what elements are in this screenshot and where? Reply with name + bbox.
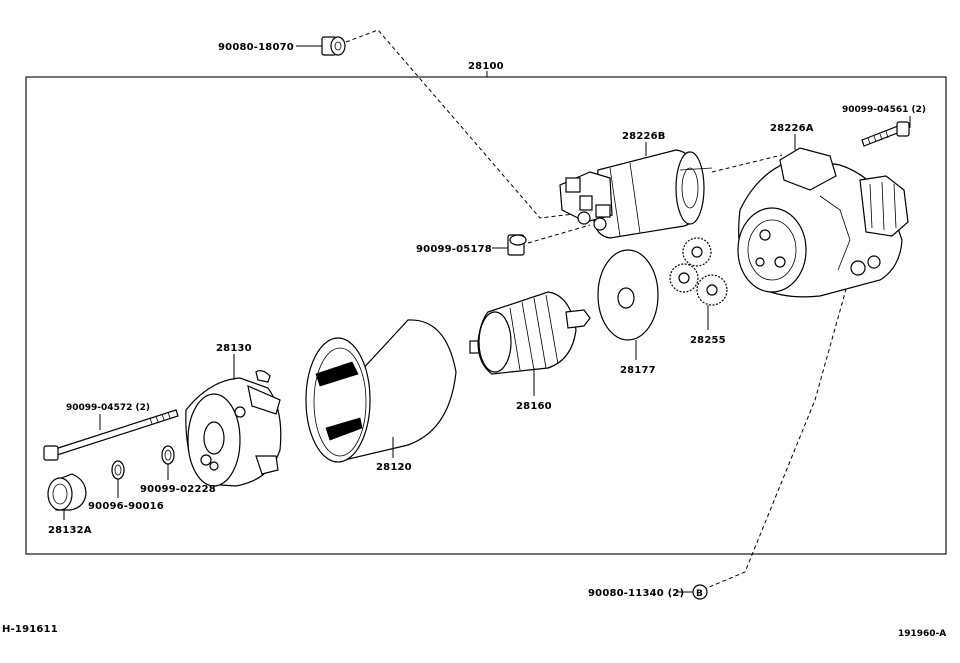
bolt-bottom-marker xyxy=(676,584,708,600)
label-plate: 28177 xyxy=(620,365,656,376)
washer-left xyxy=(111,460,125,498)
label-solenoid: 28226B xyxy=(622,131,666,142)
label-gears: 28255 xyxy=(690,335,726,346)
footer-code-left: H-191611 xyxy=(2,624,58,635)
footer-code-right: 191960-A xyxy=(898,629,946,639)
label-armature: 28160 xyxy=(516,401,552,412)
planetary-gears xyxy=(669,237,728,306)
nut-mid xyxy=(492,234,527,256)
label-bolt-bottom: 90080-11340 (2) xyxy=(588,588,684,599)
label-washer-left: 90096-90016 xyxy=(88,501,164,512)
guide-solenoid-housing xyxy=(711,154,783,173)
label-nut-mid: 90099-05178 xyxy=(416,244,492,255)
label-housing: 28226A xyxy=(770,123,814,134)
marker-b: B xyxy=(696,589,703,599)
cap xyxy=(47,473,87,520)
guide-nut-solenoid xyxy=(527,224,591,244)
through-bolt xyxy=(43,409,179,461)
label-end-frame: 28130 xyxy=(216,343,252,354)
end-frame xyxy=(185,370,282,487)
label-yoke: 28120 xyxy=(376,462,412,473)
label-assembly: 28100 xyxy=(468,61,504,72)
guide-top-bolt xyxy=(345,29,591,219)
label-screw-top-right: 90099-04561 (2) xyxy=(842,105,926,115)
plate xyxy=(597,249,659,341)
bolt-top xyxy=(296,36,346,56)
solenoid xyxy=(559,149,713,239)
label-washer-right: 90099-02228 xyxy=(140,484,216,495)
screw-top-right xyxy=(861,116,911,147)
label-cap: 28132A xyxy=(48,525,92,536)
washer-right xyxy=(161,445,175,480)
yoke xyxy=(305,319,457,463)
label-through-bolt: 90099-04572 (2) xyxy=(66,403,150,413)
guide-bottom-bolt xyxy=(701,274,851,591)
drive-housing xyxy=(737,147,909,298)
assembly-frame xyxy=(25,76,947,555)
label-bolt-top: 90080-18070 xyxy=(218,42,294,53)
armature xyxy=(469,291,591,375)
